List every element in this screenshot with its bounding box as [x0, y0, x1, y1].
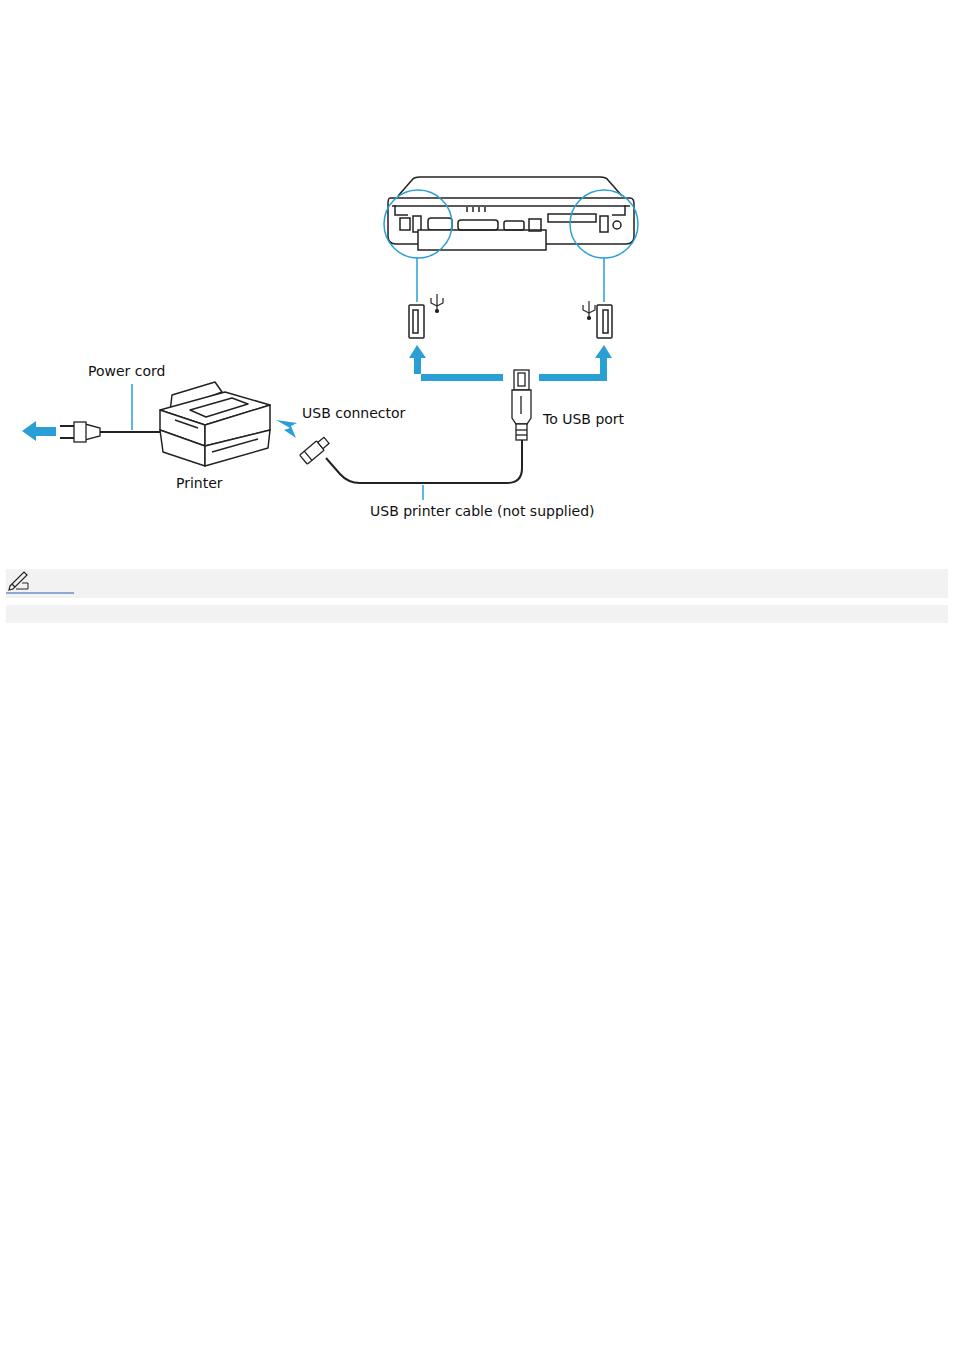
part-label: To USB port [543, 411, 624, 428]
part-label: USB connector [302, 405, 405, 422]
label-leaders [132, 384, 423, 500]
port-leaders [417, 258, 604, 302]
part-label: USB printer cable (not supplied) [370, 503, 595, 520]
printer [160, 382, 270, 466]
usb-port-icons [409, 305, 612, 338]
note-bars [6, 569, 948, 623]
usb-b-plug [300, 436, 331, 464]
callout-circles [384, 190, 638, 258]
usb-symbols [431, 294, 595, 320]
part-label: Printer [176, 475, 223, 492]
direction-arrows [22, 345, 612, 441]
power-cord [60, 422, 160, 442]
part-label: Power cord [88, 363, 165, 380]
laptop [388, 177, 634, 250]
usb-a-plug [512, 370, 531, 440]
usb-cable [326, 440, 522, 483]
